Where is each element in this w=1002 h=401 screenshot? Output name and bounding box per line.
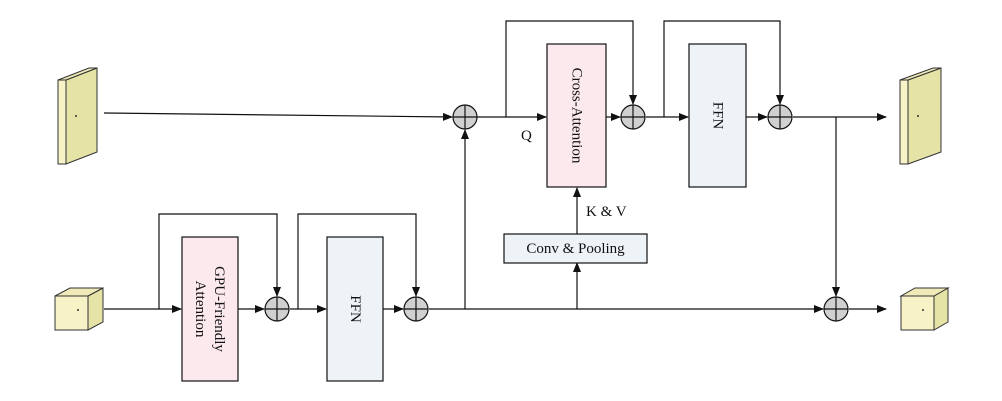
ffn-top-label: FFN	[710, 102, 726, 130]
gpu-attention-block: GPU-Friendly Attention	[181, 236, 239, 382]
gpu-attention-label-line1: GPU-Friendly	[211, 266, 227, 352]
adder-bottom-1	[264, 296, 290, 322]
gpu-attention-label-line2: Attention	[192, 281, 208, 338]
adder-top-1	[452, 104, 478, 130]
input-token-top	[57, 67, 98, 165]
adder-top-2	[620, 104, 646, 130]
query-label: Q	[521, 128, 532, 144]
output-token-top	[899, 67, 942, 165]
adder-bottom-3	[823, 296, 849, 322]
conv-pooling-label: Conv & Pooling	[526, 241, 625, 257]
output-token-bottom	[899, 287, 950, 331]
input-token-bottom	[54, 287, 104, 331]
key-value-label: K & V	[586, 204, 627, 220]
conv-pooling-block: Conv & Pooling	[503, 233, 648, 264]
cross-attention-block: Cross-Attention	[546, 43, 607, 188]
ffn-bottom-label: FFN	[347, 295, 363, 323]
adder-bottom-2	[403, 296, 429, 322]
adder-top-3	[767, 104, 793, 130]
top-branch-connectors	[103, 20, 887, 297]
ffn-top-block: FFN	[688, 43, 747, 188]
cross-attention-label: Cross-Attention	[569, 68, 585, 164]
bottom-branch-connectors	[104, 129, 887, 313]
ffn-bottom-block: FFN	[326, 236, 384, 382]
